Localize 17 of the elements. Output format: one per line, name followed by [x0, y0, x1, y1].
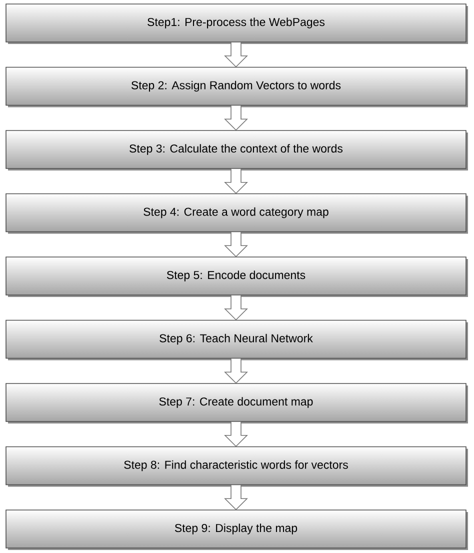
step-box: Step 5: Encode documents — [6, 256, 468, 297]
arrow — [224, 105, 248, 131]
arrow — [224, 168, 248, 194]
arrow — [224, 358, 248, 384]
step-box: Step 6: Teach Neural Network — [6, 320, 468, 360]
arrow — [224, 232, 248, 258]
arrow — [224, 422, 248, 447]
step-box: Step 9: Display the map — [6, 510, 468, 550]
arrow — [224, 295, 248, 320]
arrow — [224, 42, 248, 68]
step-box: Step 8: Find characteristic words for vectors — [6, 446, 468, 487]
arrow — [224, 484, 248, 510]
step-box: Step1: Pre-process the WebPages — [6, 4, 468, 44]
step-box: Step 3: Calculate the context of the words — [6, 130, 468, 170]
step-box: Step 2: Assign Random Vectors to words — [6, 66, 468, 108]
step-box: Step 7: Create document map — [6, 383, 468, 424]
step-box: Step 4: Create a word category map — [6, 193, 468, 234]
